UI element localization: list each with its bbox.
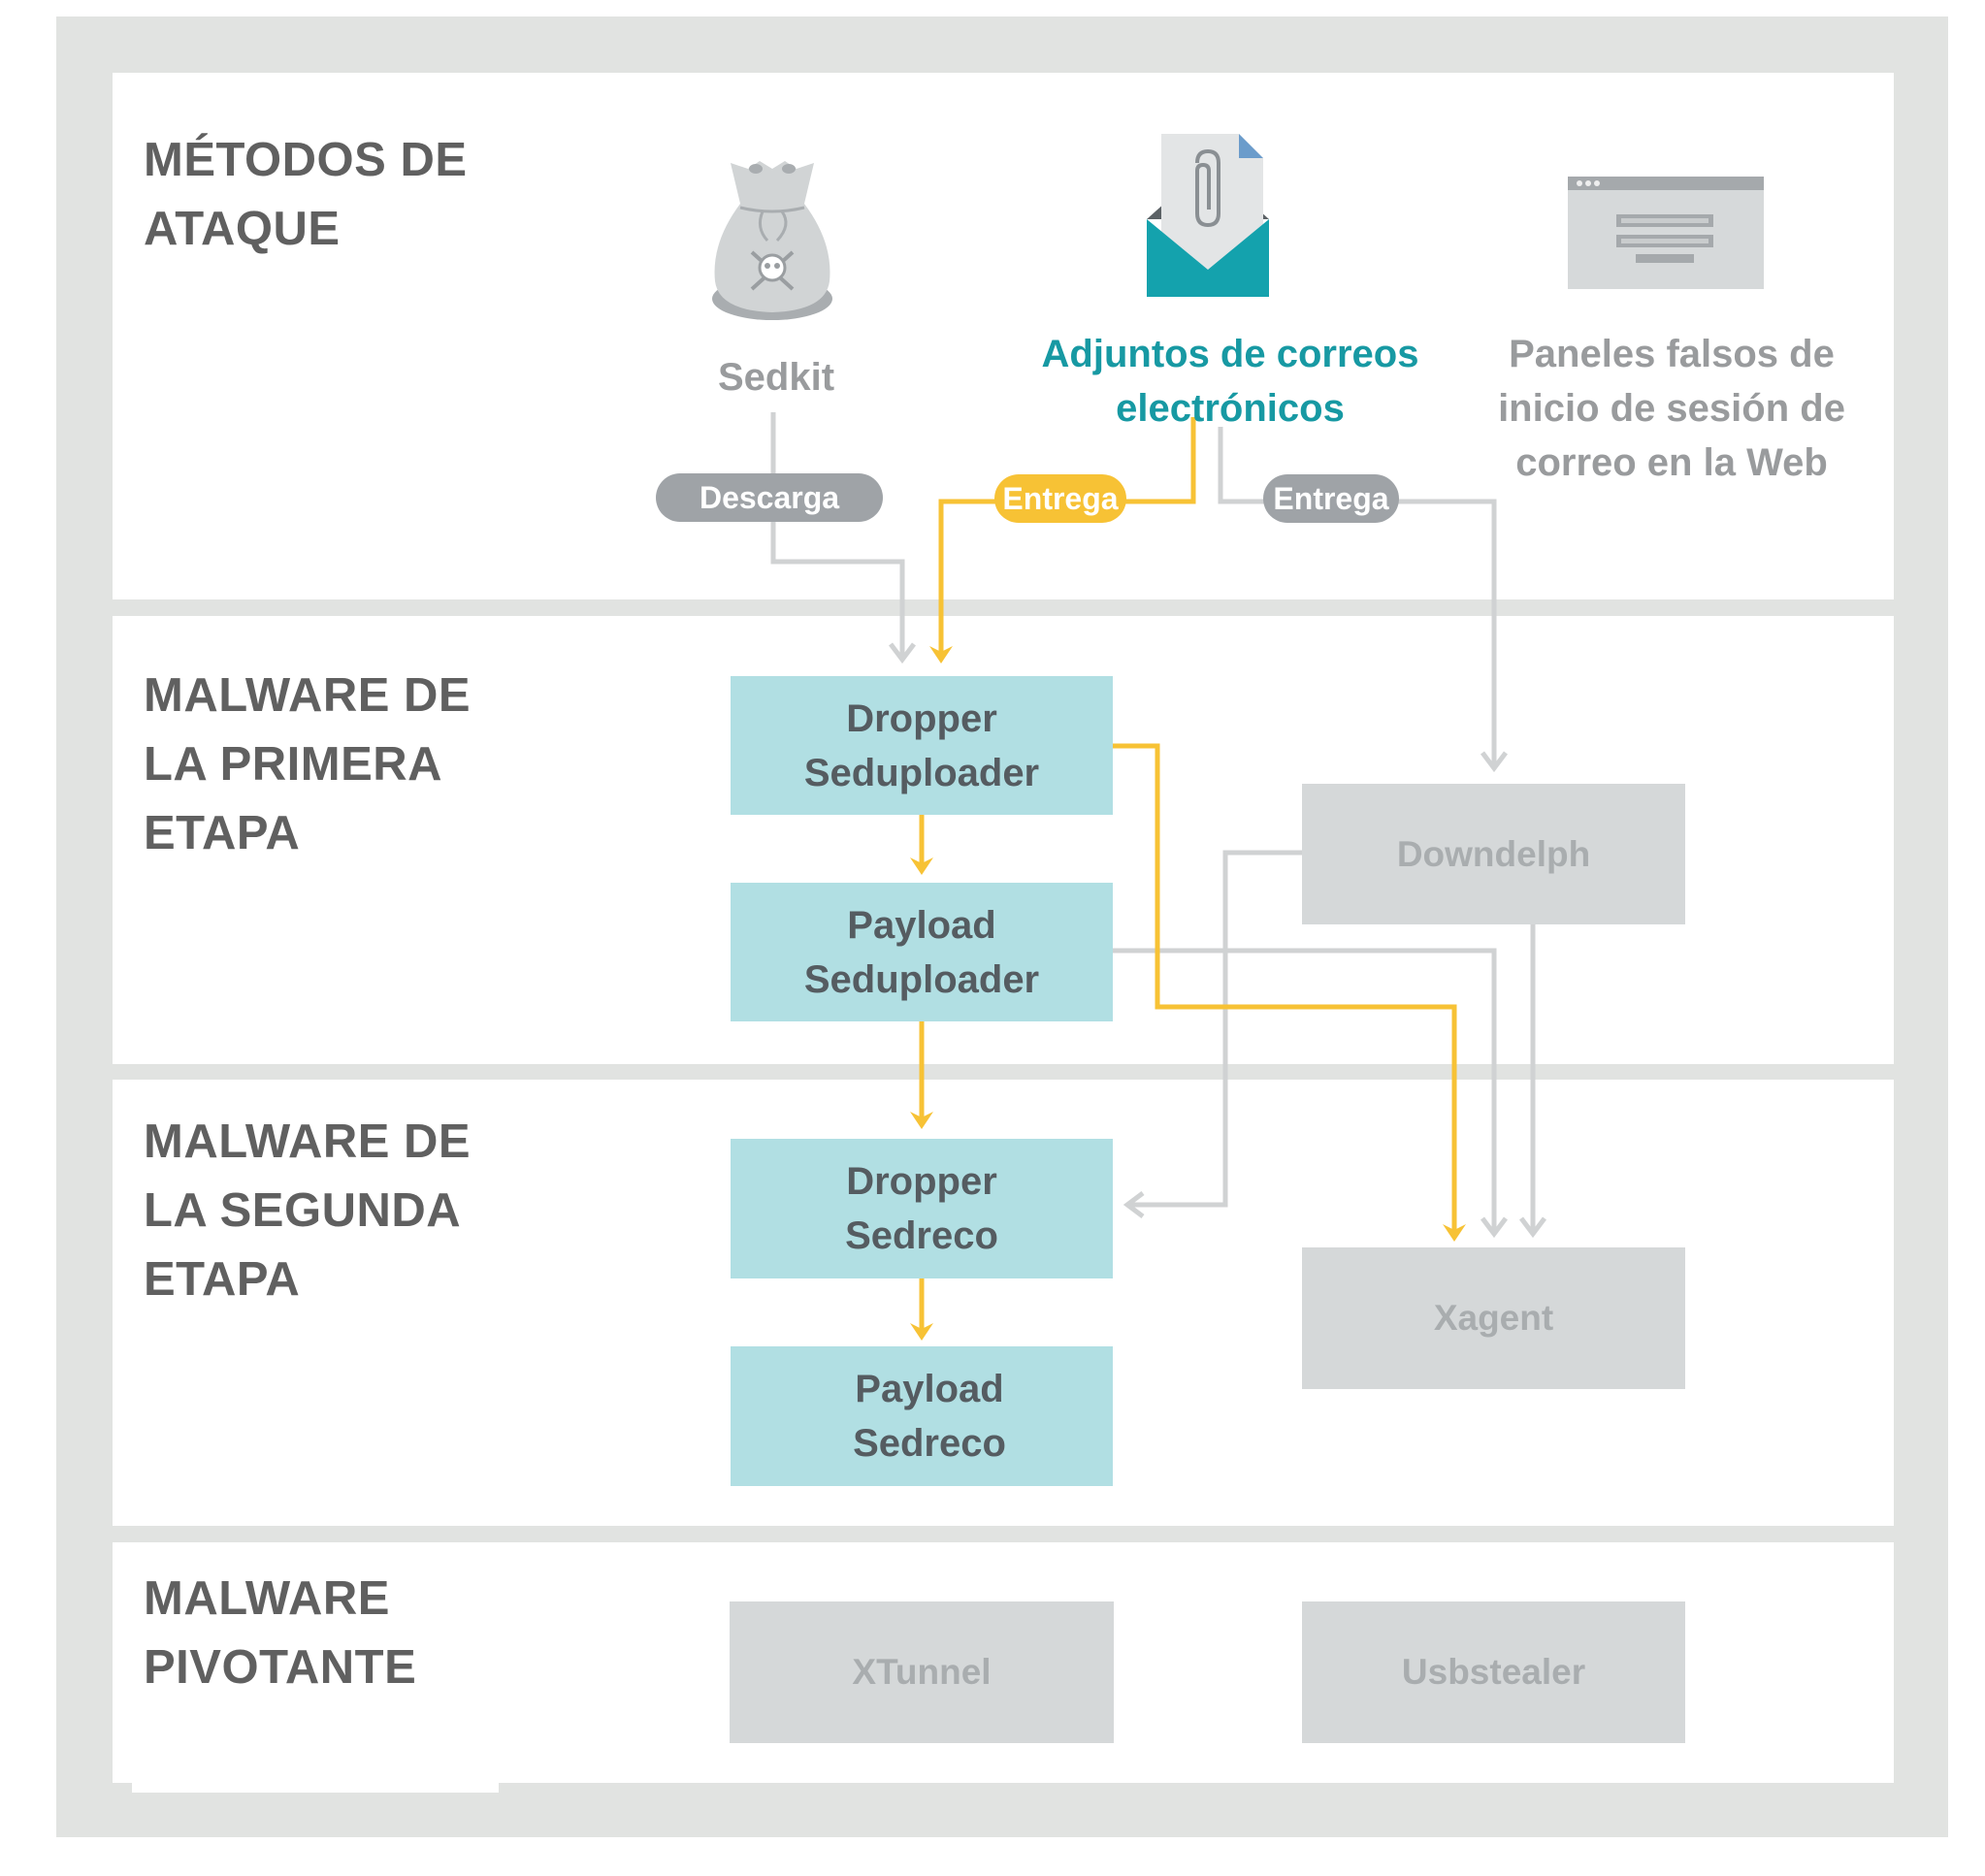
node-downdelph: Downdelph [1302,784,1685,924]
node-label-line: Seduploader [803,751,1040,794]
stage-label-line: MALWARE DE [144,1116,472,1168]
method-label-line: inicio de sesión de [1498,387,1845,430]
stage-label-line: PIVOTANTE [144,1641,417,1694]
node-label-line: Seduploader [803,957,1040,1001]
stage-label-line: MÉTODOS DE [144,134,468,186]
stage-label-line: MALWARE [144,1572,390,1625]
arrowhead-gray [1481,1216,1508,1239]
arrowhead-yellow [910,1323,933,1341]
method-label-line: electrónicos [1116,387,1345,430]
method-label-email-attachments: Adjuntos de correos electrónicos [1026,327,1434,436]
stage-label-line: MALWARE DE [144,669,472,722]
edge-label-delivery-email: Entrega [994,474,1126,523]
stage-label-second-stage: MALWARE DE LA SEGUNDA ETAPA [144,1108,471,1314]
skull-bag-icon [712,161,832,320]
node-dropper-sedup: Dropper Seduploader [731,676,1113,815]
connector-payload-sedup-xagent [1113,948,1497,1232]
stage-label-line: ETAPA [144,807,301,859]
connector-email-dropper-sedup [938,417,1196,656]
node-xagent: Xagent [1302,1247,1685,1389]
node-label-line: Sedreco [845,1214,998,1257]
node-label-line: Dropper [846,1160,997,1203]
stage-label-attack-methods: MÉTODOS DE ATAQUE [144,126,468,264]
node-label-line: Payload [855,1368,1004,1410]
node-label-line: Xagent [1433,1298,1554,1338]
node-label-line: Dropper [846,696,997,740]
login-window-icon [1568,177,1764,289]
edge-label-download: Descarga [656,473,883,522]
stage-label-line: LA PRIMERA [144,738,443,791]
node-label-line: Sedreco [853,1422,1006,1465]
stage-label-line: ATAQUE [144,203,341,255]
connector-sedkit-dropper [770,412,905,658]
method-label-sedkit: Sedkit [679,350,873,404]
method-label-fake-webmail: Paneles falsos de inicio de sesión de co… [1482,327,1861,490]
node-xtunnel: XTunnel [730,1601,1114,1743]
node-label-line: XTunnel [852,1652,992,1692]
node-label-line: Usbstealer [1401,1652,1586,1692]
method-label-line: Adjuntos de correos [1041,333,1419,375]
arrowhead-gray [1481,751,1508,773]
arrowhead-yellow [1443,1224,1466,1242]
stage-label-line: ETAPA [144,1253,301,1306]
arrowhead-yellow [929,646,953,663]
bottom-white-strip [132,1783,499,1793]
email-attachment-icon [1147,134,1269,297]
node-payload-sedup: Payload Seduploader [731,883,1113,1021]
method-label-line: correo en la Web [1515,441,1828,484]
arrowhead-yellow [910,1112,933,1129]
node-label-line: Payload [847,903,996,947]
edge-label-delivery-web: Entrega [1263,474,1399,523]
arrowhead-gray [1519,1216,1546,1239]
connector-dropper-sedup-xagent [1113,743,1457,1230]
node-usbstealer: Usbstealer [1302,1601,1685,1743]
stage-label-pivot: MALWARE PIVOTANTE [144,1565,416,1702]
node-payload-sedreco: Payload Sedreco [731,1346,1113,1486]
connector-downdelph-dropper-sedreco [1127,850,1302,1208]
node-label-line: Downdelph [1396,833,1591,874]
arrowhead-gray [1123,1191,1145,1218]
node-dropper-sedreco: Dropper Sedreco [731,1139,1113,1278]
method-label-line: Paneles falsos de [1509,333,1835,375]
stage-label-line: LA SEGUNDA [144,1184,462,1237]
arrowhead-yellow [910,857,933,875]
method-label-line: Sedkit [717,356,835,399]
arrowhead-gray [889,642,916,664]
stage-label-first-stage: MALWARE DE LA PRIMERA ETAPA [144,662,471,868]
